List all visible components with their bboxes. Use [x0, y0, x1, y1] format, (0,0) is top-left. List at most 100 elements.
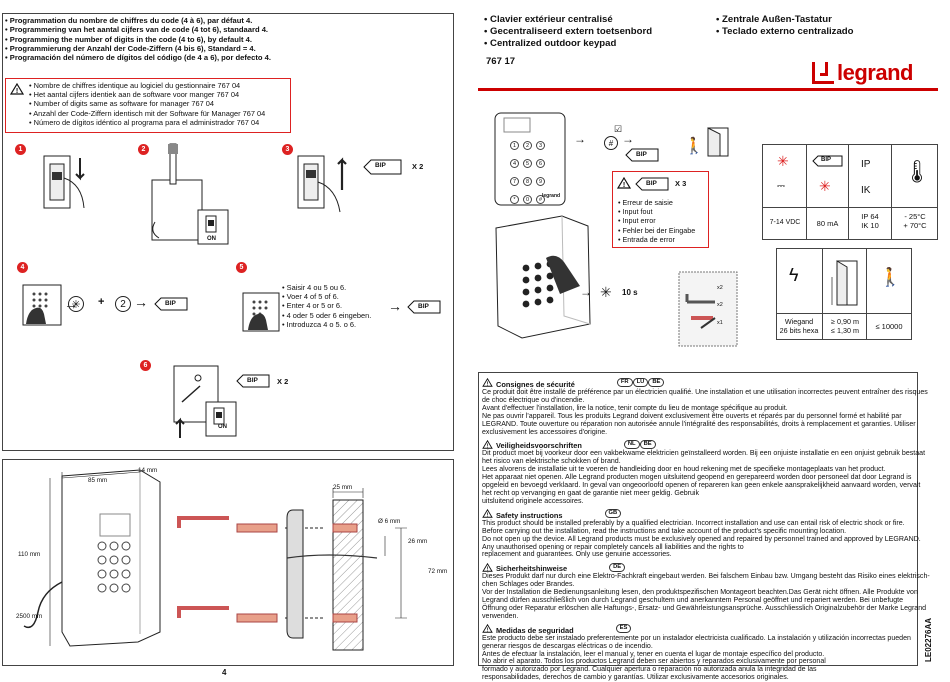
- bip-label: BIP: [165, 300, 176, 307]
- error-line: • Fehler bei der Eingabe: [618, 225, 696, 235]
- keypad-key: #: [536, 195, 545, 204]
- step-3-badge: 3: [282, 144, 293, 155]
- safety-line: formado y autorizado por Legrand. Cualqu…: [482, 666, 817, 674]
- svg-text:!: !: [487, 443, 489, 449]
- light-icon: ✳: [600, 284, 612, 300]
- keypad-key: 7: [510, 177, 519, 186]
- keypad-key: 8: [523, 177, 532, 186]
- instruction-line: • Voer 4 of 5 of 6.: [282, 292, 339, 302]
- red-divider: [478, 88, 938, 91]
- ip-label: IP: [861, 159, 871, 170]
- error-line: • Input fout: [618, 207, 653, 217]
- walking-person-icon: 🚶: [879, 267, 902, 287]
- safety-line: Legrand dürfen ausschließlich von durch …: [482, 597, 903, 605]
- warning-line: • Number of digits same as software for …: [29, 99, 214, 109]
- language-badge: NL: [623, 439, 640, 449]
- instruction-line: • Enter 4 or 5 or 6.: [282, 301, 343, 311]
- header-line: • Programming the number of digits in th…: [5, 34, 252, 44]
- product-title-line: • Teclado externo centralizado: [716, 26, 854, 37]
- bag-qty-2: x2: [717, 302, 723, 308]
- cycles-value: ≤ 10000: [875, 322, 903, 331]
- step-5-instructions: • Saisir 4 ou 5 ou 6.• Voer 4 of 5 of 6.…: [282, 283, 371, 329]
- safety-line: Este producto debe ser instalado prefere…: [482, 634, 911, 642]
- language-badge: FR: [616, 378, 633, 388]
- safety-line: Any unauthorised opening or repair compl…: [482, 543, 744, 551]
- dim-26mm: 26 mm: [408, 538, 428, 545]
- keypad-key: 6: [536, 159, 545, 168]
- header-line: • Programmierung der Anzahl der Code-Zif…: [5, 43, 256, 53]
- plus-sign: +: [98, 296, 105, 308]
- bip-sound-icon: [625, 148, 659, 162]
- warning-lines: • Nombre de chiffres identique au logici…: [29, 81, 265, 127]
- warning-icon: !: [482, 439, 493, 449]
- safety-line: uitsluitend originele accessoires.: [482, 497, 584, 505]
- safety-line: Do not open up the device. All Legrand p…: [482, 535, 921, 543]
- on-label: ON: [207, 236, 216, 242]
- repeat-x2: X 2: [277, 377, 289, 386]
- keypad-dimension-drawing: [23, 469, 161, 647]
- keypad-key: 9: [536, 177, 545, 186]
- step-6-badge: 6: [140, 360, 151, 371]
- header-line: • Programmering van het aantal cijfers v…: [5, 25, 269, 35]
- product-title-line: • Clavier extérieur centralisé: [484, 14, 613, 25]
- safety-line: het recht op vervanging en gaat de garan…: [482, 489, 700, 497]
- star-key-icon: ✳: [68, 296, 84, 312]
- bip-sound-icon: [812, 155, 843, 167]
- language-badge: BE: [648, 378, 665, 388]
- dim-72mm: 72 mm: [428, 568, 448, 575]
- keypad-key: 2: [523, 141, 532, 150]
- thermometer-icon: 🌡: [903, 159, 931, 184]
- keypad-key: 3: [536, 141, 545, 150]
- keypad-brand: legrand: [542, 193, 561, 199]
- language-badge: ES: [615, 624, 632, 634]
- svg-text:!: !: [487, 566, 489, 572]
- arrow-icon: →: [134, 294, 148, 310]
- warning-icon: !: [482, 623, 493, 634]
- legrand-logo: legrand: [812, 60, 913, 86]
- product-titles: • Clavier extérieur centralisé• Gecentra…: [484, 14, 652, 50]
- safety-line: This product should be installed prefera…: [482, 519, 905, 527]
- dimensions-panel: [2, 459, 454, 666]
- bip-sound-icon: [363, 159, 402, 175]
- safety-line: replacement and guarantees. Only use gen…: [482, 551, 672, 559]
- page-number: 4: [222, 668, 227, 677]
- safety-line: Lees alvorens de installatie uit te voer…: [482, 466, 886, 474]
- wall-thickness-dim: 25 mm: [333, 484, 353, 491]
- backlight-duration: 10 s: [622, 288, 638, 297]
- repeat-x2: X 2: [412, 162, 424, 171]
- keypad-key: 0: [523, 195, 532, 204]
- warning-icon: !: [482, 562, 493, 572]
- input-error-box: ! BIP X 3 • Erreur de saisie• Input fout…: [612, 171, 709, 248]
- door-height-icon: [831, 260, 858, 306]
- instruction-line: • Saisir 4 ou 5 ou 6.: [282, 283, 347, 292]
- language-badge: GB: [604, 509, 622, 519]
- safety-line: Öffnung oder Reparatur erlöschen alle Ha…: [482, 604, 927, 612]
- cable-dim: 2500 mm: [16, 613, 43, 620]
- bag-qty-1: x2: [717, 285, 723, 291]
- bip-label: BIP: [821, 157, 832, 163]
- safety-panel: [478, 372, 918, 666]
- hash-key-icon: #: [604, 136, 618, 150]
- svg-text:!: !: [623, 182, 625, 189]
- step-4-badge: 4: [17, 262, 28, 273]
- safety-line: No abrir el aparato. Todos los productos…: [482, 658, 826, 666]
- product-title-line: • Gecentraliseerd extern toetsenbord: [484, 26, 653, 37]
- bip-label: BIP: [247, 377, 258, 384]
- svg-text:!: !: [487, 382, 489, 388]
- safety-line: verwenden.: [482, 612, 519, 620]
- safety-line: responsabilidades, derechos de cambio y …: [482, 674, 789, 682]
- product-titles-2: • Zentrale Außen-Tastatur• Teclado exter…: [716, 14, 854, 38]
- warning-line: • Número de dígitos idéntico al programa…: [29, 117, 260, 127]
- step-6-illustration: [173, 365, 237, 438]
- walking-person-icon: 🚶: [684, 138, 704, 155]
- led-red-icon: ✳: [777, 153, 789, 169]
- bip-label: BIP: [418, 303, 429, 310]
- safety-line: Before carrying out the installation, re…: [482, 527, 847, 535]
- height-dim: 110 mm: [18, 551, 41, 558]
- step-5-badge: 5: [236, 262, 247, 273]
- warning-icon: !: [482, 378, 493, 388]
